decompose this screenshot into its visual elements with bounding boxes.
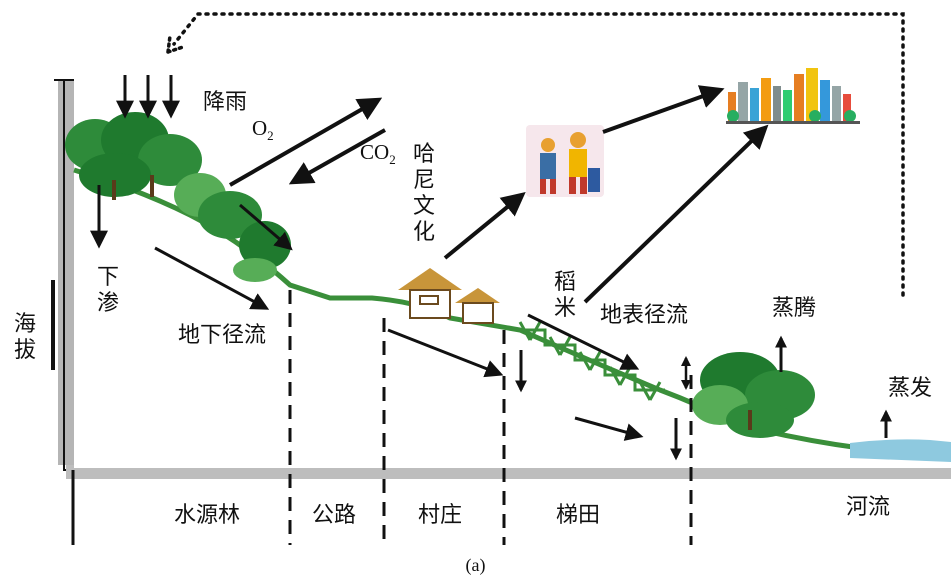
culture-to-people-arrow xyxy=(443,191,526,260)
infiltration-label: 下渗 xyxy=(96,265,119,316)
river-water xyxy=(850,439,951,462)
village-underground-arrow xyxy=(387,328,504,378)
o2-label: O2 xyxy=(252,116,274,144)
hillside-slope xyxy=(74,170,951,468)
ground-baseline xyxy=(66,465,951,479)
zone-terraces: 梯田 xyxy=(556,503,601,528)
altitude-label: 海拔 xyxy=(13,312,36,363)
rain-label: 降雨 xyxy=(203,90,248,115)
underground-runoff-arrow xyxy=(154,246,270,310)
transpiration-label: 蒸腾 xyxy=(772,296,817,321)
altitude-axis-mark xyxy=(51,280,55,370)
o2-base: O xyxy=(252,116,268,140)
zone-road: 公路 xyxy=(312,503,357,528)
people-icon xyxy=(526,125,604,197)
o2-arrow xyxy=(229,97,383,187)
rice-label: 稻米 xyxy=(553,270,576,321)
rainfall-arrows xyxy=(116,75,180,119)
surface-runoff-arrow xyxy=(527,313,640,370)
house-icon xyxy=(398,268,500,324)
zone-village: 村庄 xyxy=(418,503,463,528)
zone-separators xyxy=(71,290,693,545)
o2-sub: 2 xyxy=(267,128,274,144)
water-cycle-dotted-loop xyxy=(172,12,905,297)
people-to-city-arrow xyxy=(602,85,725,134)
rice-to-city-arrow xyxy=(583,124,769,304)
co2-sub: 2 xyxy=(389,152,396,168)
evaporation-label: 蒸发 xyxy=(888,376,933,401)
forest-runoff-arrow xyxy=(239,203,293,251)
figure-caption: (a) xyxy=(465,555,486,575)
altitude-axis-bar xyxy=(58,80,74,465)
water-source-forest xyxy=(65,112,291,282)
terrace-underground-arrow xyxy=(574,416,644,441)
zone-water-forest: 水源林 xyxy=(174,503,241,528)
underground-runoff-label: 地下径流 xyxy=(178,323,267,348)
rice-terraces xyxy=(515,321,665,401)
riverside-trees xyxy=(692,352,815,438)
zone-river: 河流 xyxy=(846,495,891,520)
co2-arrow xyxy=(288,128,386,185)
hani-culture-label: 哈尼文化 xyxy=(412,142,435,245)
dotted-loop-arrowhead xyxy=(166,34,185,54)
surface-runoff-label: 地表径流 xyxy=(600,303,689,328)
co2-label: CO2 xyxy=(360,140,396,168)
co2-base: CO xyxy=(360,140,390,164)
city-icon xyxy=(726,68,860,124)
